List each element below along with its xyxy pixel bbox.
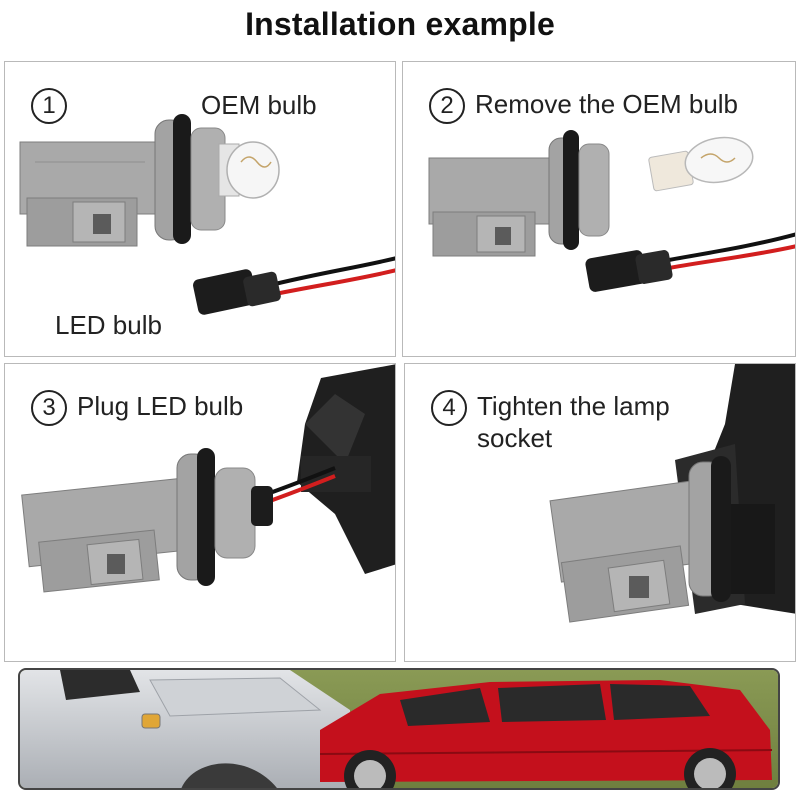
step-2-text: Remove the OEM bulb xyxy=(475,89,739,119)
step-1-heading: 1 xyxy=(31,88,77,124)
car-photo-image xyxy=(18,668,780,790)
oem-bulb-image xyxy=(218,141,280,199)
step-number-badge: 4 xyxy=(431,390,467,426)
step-4-text-line2: socket xyxy=(477,423,553,453)
step-4-text-line1: Tighten the lamp xyxy=(477,391,670,421)
step-2-heading: 2 Remove the OEM bulb xyxy=(429,88,738,124)
step-4-text: Tighten the lamp socket xyxy=(477,390,670,454)
socket-image xyxy=(549,364,795,623)
panel-step-3: 3 Plug LED bulb xyxy=(4,363,396,662)
step-number-badge: 3 xyxy=(31,390,67,426)
car-photo-drawing xyxy=(20,670,778,788)
oem-bulb-image xyxy=(648,136,754,192)
step-4-heading: 4 Tighten the lamp socket xyxy=(431,390,670,454)
panel-step-4: 4 Tighten the lamp socket xyxy=(404,363,796,662)
oem-bulb-label: OEM bulb xyxy=(201,90,317,120)
socket-image xyxy=(428,130,795,292)
page-title: Installation example xyxy=(245,6,555,42)
panel-step-2: 2 Remove the OEM bulb xyxy=(402,61,796,357)
led-bulb-label: LED bulb xyxy=(55,310,162,340)
step-number-badge: 1 xyxy=(31,88,67,124)
step-number-badge: 2 xyxy=(429,88,465,124)
step-3-text: Plug LED bulb xyxy=(77,391,244,421)
step-3-heading: 3 Plug LED bulb xyxy=(31,390,243,426)
led-bulb-image xyxy=(585,232,795,292)
led-bulb-image xyxy=(193,256,395,315)
panel-step-1: 1 OEM bulb LED bulb xyxy=(4,61,396,357)
lamp-housing-image xyxy=(297,364,395,574)
socket-image xyxy=(21,364,395,593)
socket-image xyxy=(19,114,395,315)
